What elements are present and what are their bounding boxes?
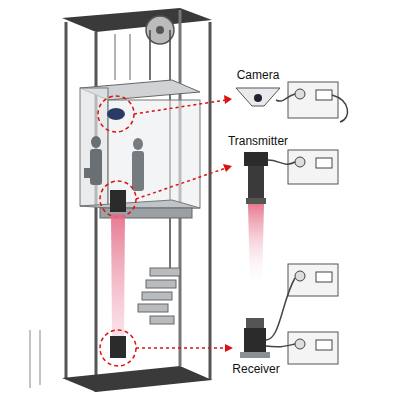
device-label: Receiver [232,362,279,376]
leader-arrowhead [225,344,233,352]
cab-floor [80,200,200,208]
connector-port [316,340,332,350]
video-cable [266,344,295,347]
optical-beam [111,214,125,336]
receiver-lens [246,318,264,328]
buffer-rail [30,330,31,388]
pulley-hub [156,26,164,34]
person [91,136,101,148]
person [133,138,143,150]
highlight-circle [98,96,134,132]
counterweight-block [150,268,180,276]
transmitter-back-panel [288,150,338,184]
device-label: Camera [237,68,280,82]
cable [149,30,151,80]
connector-port [316,158,332,168]
counterweight-block [150,316,174,324]
connector-port [295,339,305,349]
connector-port [295,157,305,167]
briefcase [84,168,93,178]
video-cable [266,278,295,340]
receiver-back-panel [288,264,338,296]
optical-beam [248,204,264,288]
leader-line [134,100,226,114]
connector-port [295,271,305,281]
highlight-circle [100,330,136,366]
highlight-circle [100,181,136,217]
shaft-post [95,32,98,392]
counterweight-block [138,304,168,312]
leader-line [136,168,226,199]
person [90,149,102,185]
receiver-body [244,328,266,352]
transmitter-unit [110,190,126,212]
buffer-rail [40,330,41,385]
connector-port [316,272,332,282]
shaft-post [209,22,212,380]
transmitter-body [248,166,264,198]
receiver-base [240,352,270,358]
transmitter-head [244,152,268,166]
person [132,151,144,191]
pit-floor [62,366,212,392]
video-cable [276,94,295,101]
connector-port [295,89,305,99]
monitor-back-panel [288,332,338,364]
camera-icon [236,88,280,106]
connector-port [316,90,332,100]
camera-back-panel [288,82,338,118]
camera-dome [107,108,125,120]
video-cable [268,160,295,164]
counterweight-block [146,280,176,288]
cab-side [80,88,108,206]
device-label: Transmitter [228,134,288,148]
counterweight-block [142,292,172,300]
camera-lens [254,94,262,102]
guide-rail [130,34,131,80]
guide-rail [115,34,116,80]
top-platform [62,8,212,32]
leader-arrowhead [224,95,232,104]
power-cable [332,95,348,122]
leader-arrowhead [223,164,232,172]
transmitter-lens [246,198,266,204]
shaft-post [65,22,68,378]
receiver-unit [110,336,126,358]
leader-line [136,347,226,349]
